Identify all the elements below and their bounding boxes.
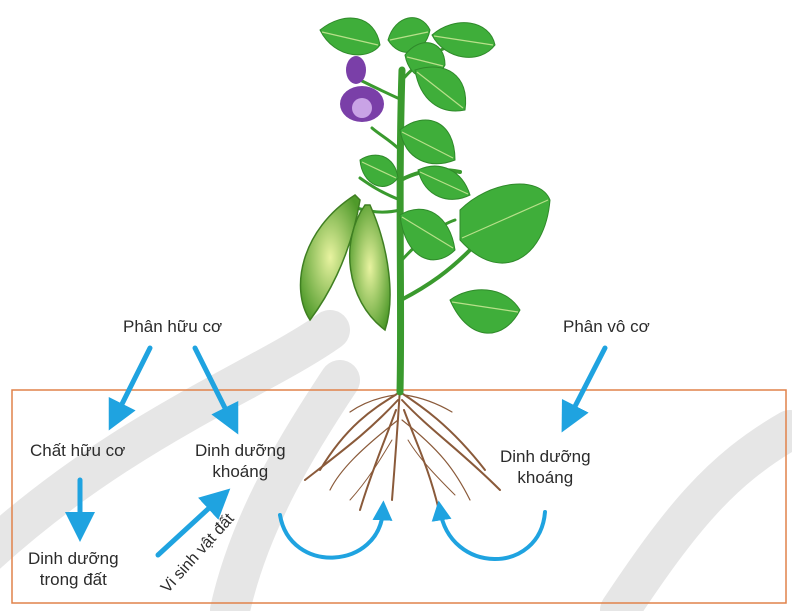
uptake-arrows [280, 510, 545, 559]
arrow-uptake-left [280, 510, 383, 558]
label-mineral-nutrition-right: Dinh dưỡng khoáng [500, 446, 591, 488]
label-soil-nutrition-line2: trong đất [28, 569, 119, 590]
label-soil-nutrition-line1: Dinh dưỡng [28, 548, 119, 569]
bean-pods [300, 195, 390, 330]
label-organic-matter: Chất hữu cơ [30, 440, 125, 461]
arrow-uptake-right [440, 510, 545, 559]
label-mineral-nutrition-left-line2: khoáng [195, 461, 286, 482]
arrow-inorganic-to-mineral [568, 348, 605, 420]
label-organic-fertilizer: Phân hữu cơ [123, 316, 222, 337]
arrow-organic-to-matter [115, 348, 150, 418]
label-mineral-nutrition-left-line1: Dinh dưỡng [195, 440, 286, 461]
label-inorganic-fertilizer: Phân vô cơ [563, 316, 650, 337]
label-mineral-nutrition-left: Dinh dưỡng khoáng [195, 440, 286, 482]
label-mineral-nutrition-right-line1: Dinh dưỡng [500, 446, 591, 467]
label-mineral-nutrition-right-line2: khoáng [500, 467, 591, 488]
label-soil-nutrition: Dinh dưỡng trong đất [28, 548, 119, 590]
